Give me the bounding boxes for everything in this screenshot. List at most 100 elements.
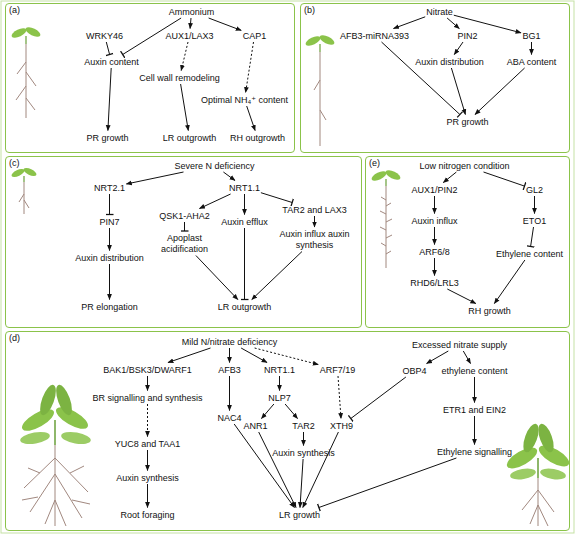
process-label: Apoplast acidification xyxy=(154,233,216,255)
node-text: Auxin influx xyxy=(411,215,457,226)
process-label: TAR2 and LAX3 xyxy=(282,204,346,215)
process-label: BAK1/BSK3/DWARF1 xyxy=(103,364,192,375)
connector-arrow xyxy=(447,18,459,29)
stem-drawing xyxy=(25,36,26,44)
connector-arrow xyxy=(451,68,465,115)
node-text: ARF7/19 xyxy=(320,364,356,375)
node-text: NRT1.1 xyxy=(229,182,260,193)
connector-arrow xyxy=(314,216,315,227)
leaf-drawing xyxy=(19,430,50,446)
node-text: ETR1 and EIN2 xyxy=(443,404,506,415)
connector-arrow xyxy=(474,416,475,445)
process-label: NRT1.1 xyxy=(229,182,260,193)
node-text: XTH9 xyxy=(330,420,353,431)
process-label: ABA content xyxy=(507,56,557,67)
connector-arrow xyxy=(181,84,189,131)
connector-arrow xyxy=(108,68,111,131)
leaf-drawing xyxy=(22,166,37,177)
stem-drawing xyxy=(319,44,320,52)
connector-arrow xyxy=(209,18,242,30)
node-text: Ethylene content xyxy=(496,248,563,259)
process-label: BR signalling and synthesis xyxy=(92,392,202,403)
node-text: CAP1 xyxy=(243,30,267,41)
process-label: LR growth xyxy=(279,509,320,520)
process-label: PR growth xyxy=(86,132,128,143)
process-label: Cell wall remodeling xyxy=(139,72,220,83)
process-label: RHD6/LRL3 xyxy=(410,277,459,288)
node-text: RH growth xyxy=(468,305,511,316)
process-label: Excessed nitrate supply xyxy=(412,339,507,350)
connector-arrow xyxy=(285,404,297,419)
process-label: Low nitrogen condition xyxy=(419,160,509,171)
connector-arrow xyxy=(534,196,535,214)
inhibition-line xyxy=(484,172,525,186)
node-text: Low nitrogen condition xyxy=(419,160,509,171)
process-label: ANR1 xyxy=(243,420,267,431)
plant-d-left xyxy=(19,383,92,526)
root-drawing xyxy=(522,478,554,526)
leaf-drawing xyxy=(10,167,25,178)
leaf-drawing xyxy=(370,169,387,182)
node-text: Root foraging xyxy=(120,509,174,520)
node-text: Ammonium xyxy=(169,6,215,17)
node-text: PR growth xyxy=(86,132,128,143)
connector-arrow xyxy=(259,432,296,508)
node-text: RH outgrowth xyxy=(230,132,285,143)
panel-label: (e) xyxy=(369,158,380,169)
process-label: AUX1/PIN2 xyxy=(411,184,457,195)
panel-label: (b) xyxy=(304,5,315,16)
inhibition-line xyxy=(319,458,457,508)
node-text: ethylene content xyxy=(441,365,507,376)
process-label: ETR1 and EIN2 xyxy=(443,404,506,415)
panel-label: (c) xyxy=(9,158,20,169)
process-label: RH growth xyxy=(468,305,511,316)
node-text: NRT2.1 xyxy=(94,182,125,193)
connector-arrow xyxy=(475,68,525,115)
process-label: Ethylene content xyxy=(496,248,563,259)
connector-arrow xyxy=(109,228,110,251)
node-text: PR growth xyxy=(446,116,488,127)
process-label: Severe N deficiency xyxy=(174,160,254,171)
connector-arrow xyxy=(454,42,463,55)
connector-arrow xyxy=(147,450,148,471)
connector-arrow xyxy=(200,194,231,209)
leaf-drawing xyxy=(535,422,557,454)
connector-arrow xyxy=(279,376,280,391)
node-text: ETO1 xyxy=(523,215,546,226)
node-text: Auxin influx auxin synthesis xyxy=(278,229,352,251)
root-drawing xyxy=(380,186,392,268)
connector-arrow xyxy=(229,348,230,363)
leaf-drawing xyxy=(536,441,572,470)
node-text: AFB3-miRNA393 xyxy=(340,30,409,41)
leaf-drawing xyxy=(304,34,321,47)
process-label: YUC8 and TAA1 xyxy=(115,438,181,449)
inhibition-line xyxy=(244,228,245,300)
connector-arrow xyxy=(229,376,230,411)
connector-arrow xyxy=(234,424,294,508)
connector-arrow xyxy=(247,106,255,131)
seedling-a xyxy=(10,25,41,118)
connector-arrow xyxy=(168,348,211,363)
process-label: NRT1.1 xyxy=(264,364,295,375)
inhibition-line xyxy=(261,193,292,203)
leaf-drawing xyxy=(509,467,536,481)
process-label: BG1 xyxy=(522,30,540,41)
connector-arrow xyxy=(494,260,525,304)
connector-arrow xyxy=(303,432,304,446)
process-label: NLP7 xyxy=(268,392,291,403)
leaf-drawing xyxy=(318,33,335,46)
connector-arrow xyxy=(531,42,532,55)
connector-arrow xyxy=(147,376,148,391)
node-text: OBP4 xyxy=(402,365,426,376)
node-text: Nitrate xyxy=(426,6,453,17)
node-text: Mild N/nitrate deficiency xyxy=(182,336,278,347)
connector-arrow xyxy=(447,289,476,304)
node-text: BR signalling and synthesis xyxy=(92,392,202,403)
connector-arrow xyxy=(126,172,183,184)
node-text: Cell wall remodeling xyxy=(139,72,220,83)
node-text: Ethylene signalling xyxy=(437,446,512,457)
leaf-drawing xyxy=(37,383,59,417)
process-label: Ethylene signalling xyxy=(437,446,512,457)
